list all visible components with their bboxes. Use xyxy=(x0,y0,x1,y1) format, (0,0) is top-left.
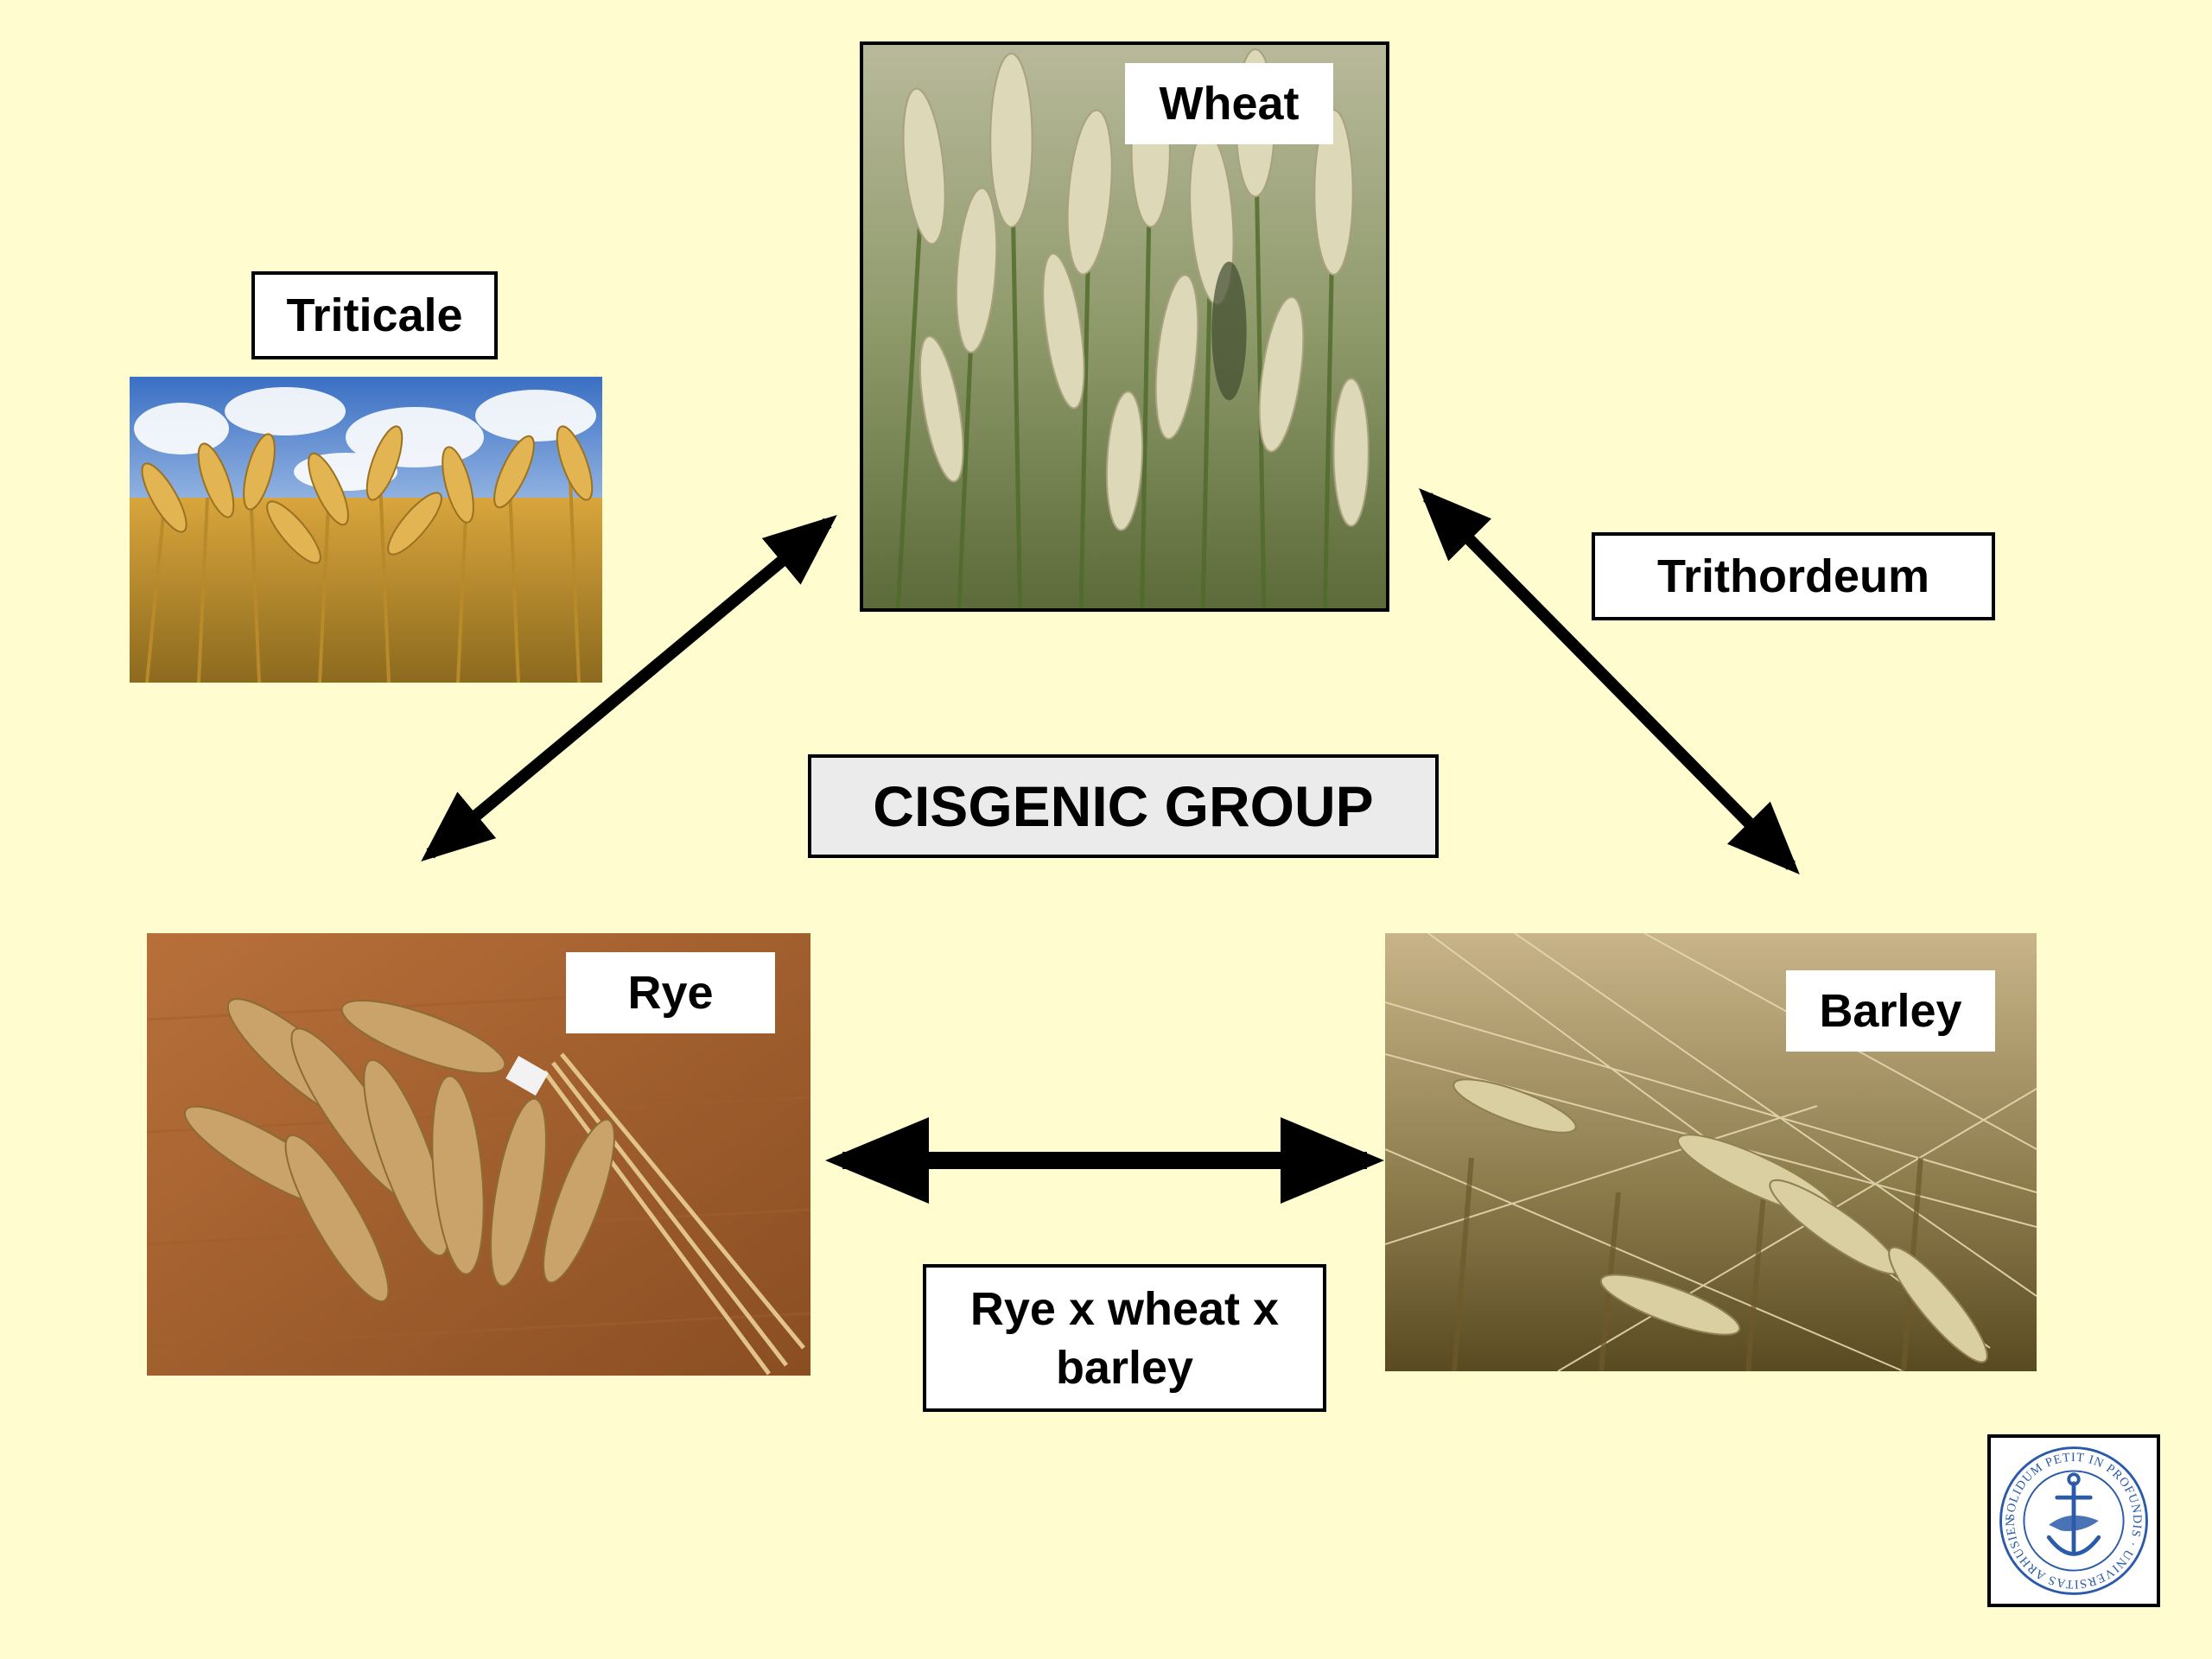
seal-text: SOLIDUM PETIT IN PROFUNDIS · UNIVERSITAS… xyxy=(1991,1438,2143,1591)
triticale-label: Triticale xyxy=(251,271,498,359)
svg-text:SOLIDUM PETIT IN PROFUNDIS · U: SOLIDUM PETIT IN PROFUNDIS · UNIVERSITAS… xyxy=(1991,1438,2144,1591)
rye-label: Rye xyxy=(566,952,775,1033)
triticale-photo xyxy=(130,377,602,683)
rye-wheat-barley-line2: barley xyxy=(1055,1341,1194,1394)
barley-label: Barley xyxy=(1786,970,1995,1052)
rye-wheat-barley-line1: Rye x wheat x xyxy=(969,1282,1280,1335)
cisgenic-group-title: CISGENIC GROUP xyxy=(808,754,1439,858)
wheat-label: Wheat xyxy=(1125,63,1333,144)
university-seal-logo: SOLIDUM PETIT IN PROFUNDIS · UNIVERSITAS… xyxy=(1987,1434,2160,1607)
trithordeum-label: Trithordeum xyxy=(1592,532,1995,620)
rye-wheat-barley-label: Rye x wheat x barley xyxy=(923,1264,1326,1412)
